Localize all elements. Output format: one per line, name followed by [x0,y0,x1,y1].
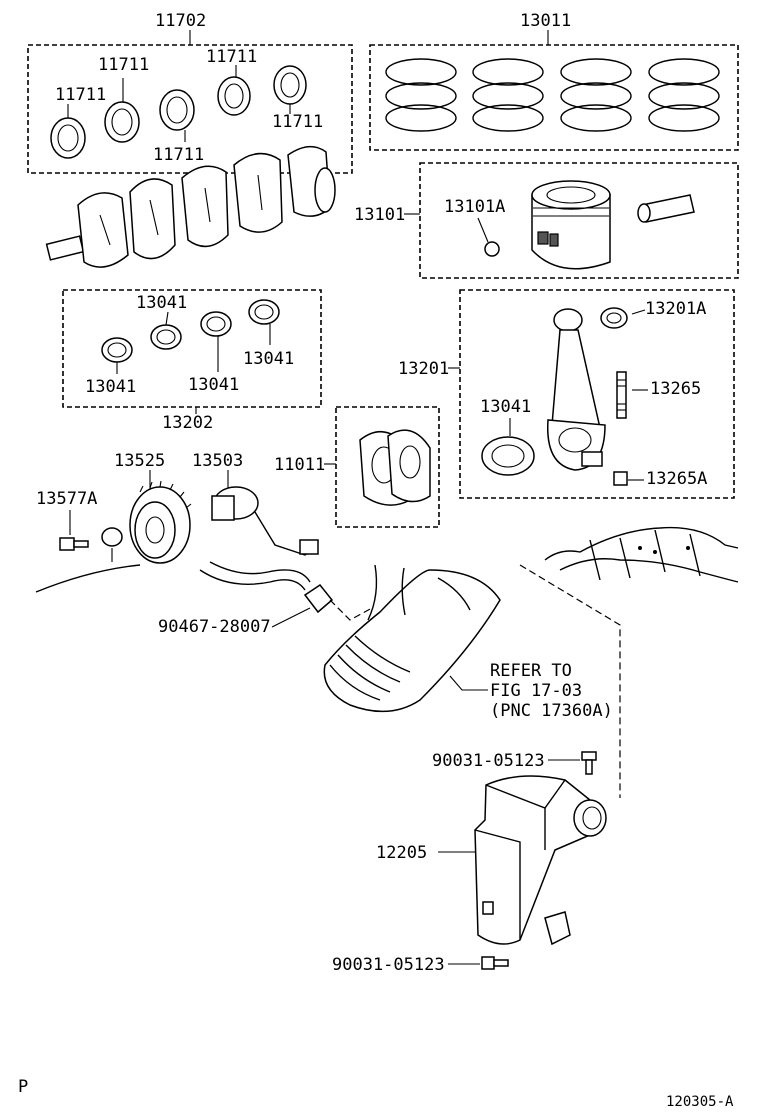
small-end-bushing [600,307,628,329]
crank-position-sensor [211,486,319,556]
refer-line-3: (PNC 17360A) [490,701,613,721]
label-11711-a: 11711 [98,55,149,75]
group-13101: 13101 13101A [354,162,739,279]
group-13011: 13011 [369,11,739,151]
connecting-rod [546,308,606,471]
label-13201A: 13201A [645,299,706,319]
label-13201: 13201 [398,359,449,379]
label-13265A: 13265A [646,469,707,489]
label-13503: 13503 [192,451,243,471]
label-12205: 12205 [376,843,427,863]
label-90031-05123-b: 90031-05123 [332,955,445,975]
bolt-90031-top [581,751,597,775]
conrod-bearing-3 [200,311,232,337]
group-13201: 13201 13201A 13265 13265A 13041 [398,289,735,499]
piston-pin-clip [484,241,500,257]
conrod-bearing-4 [248,299,280,325]
label-13041-b: 13041 [243,349,294,369]
gear-key [101,527,123,547]
label-13041-c: 13041 [85,377,136,397]
air-intake-hose [323,564,501,713]
piston-ring-set-2 [472,58,544,132]
piston-pin [637,194,695,223]
diagram-code: 120305-A [666,1094,734,1110]
engine-block-fragment [544,526,739,583]
label-11711-d: 11711 [272,112,323,132]
label-90467-28007: 90467-28007 [158,617,271,637]
group-13201-frame [459,289,735,499]
intake-resonator-12205: 90031-05123 12205 90031-05123 [332,751,607,975]
rod-bolt [616,371,627,419]
crankshaft-timing-gear [129,480,192,564]
resonator-body [474,775,607,946]
conrod-bearing-1 [101,337,133,363]
group-11011: 11011 [274,406,440,528]
label-13202: 13202 [162,413,213,433]
thrust-washer-set [359,429,431,506]
gear-bolt [59,537,89,551]
label-13041-a: 13041 [136,293,187,313]
corner-label-left: P [18,1077,28,1097]
label-13525: 13525 [114,451,165,471]
bearing-shell-5 [273,65,307,105]
piston-ring-set-3 [560,58,632,132]
conrod-bearing-large [481,436,535,476]
bearing-shell-4 [217,76,251,116]
label-13041-e: 13041 [480,397,531,417]
crankshaft [45,146,336,268]
label-13577A: 13577A [36,489,97,509]
group-11011-frame [335,406,440,528]
piston-ring-set-1 [385,58,457,132]
conrod-bearing-2 [150,324,182,350]
label-11011: 11011 [274,455,325,475]
piston [531,180,611,270]
bearing-shell-2 [104,101,140,143]
bearing-shell-1 [50,117,86,159]
label-13011: 13011 [520,11,571,31]
label-13101: 13101 [354,205,405,225]
clip-90467 [303,583,334,614]
lower-left-parts: 13525 13503 13577A [35,451,319,593]
label-11702: 11702 [155,11,206,31]
label-13041-d: 13041 [188,375,239,395]
label-11711-c: 11711 [206,47,257,67]
label-13101A: 13101A [444,197,505,217]
label-11711-b: 11711 [55,85,106,105]
bolt-90031-bottom [481,956,509,970]
group-13011-frame [369,44,739,151]
hose-area: 90467-28007 REFER TO FIG 17-03 (PNC 1736… [158,561,613,721]
rod-nut [613,471,628,486]
refer-line-2: FIG 17-03 [490,681,582,701]
refer-line-1: REFER TO [490,661,572,681]
group-13101-frame [419,162,739,279]
group-13202: 13202 13041 13041 13041 13041 [62,289,322,433]
group-11702: 11702 11711 11711 11711 11711 [27,11,353,174]
bearing-shell-3 [159,89,195,131]
piston-ring-set-4 [648,58,720,132]
label-11711-e: 11711 [153,145,204,165]
label-90031-05123-a: 90031-05123 [432,751,545,771]
group-13202-frame [62,289,322,408]
label-13265: 13265 [650,379,701,399]
